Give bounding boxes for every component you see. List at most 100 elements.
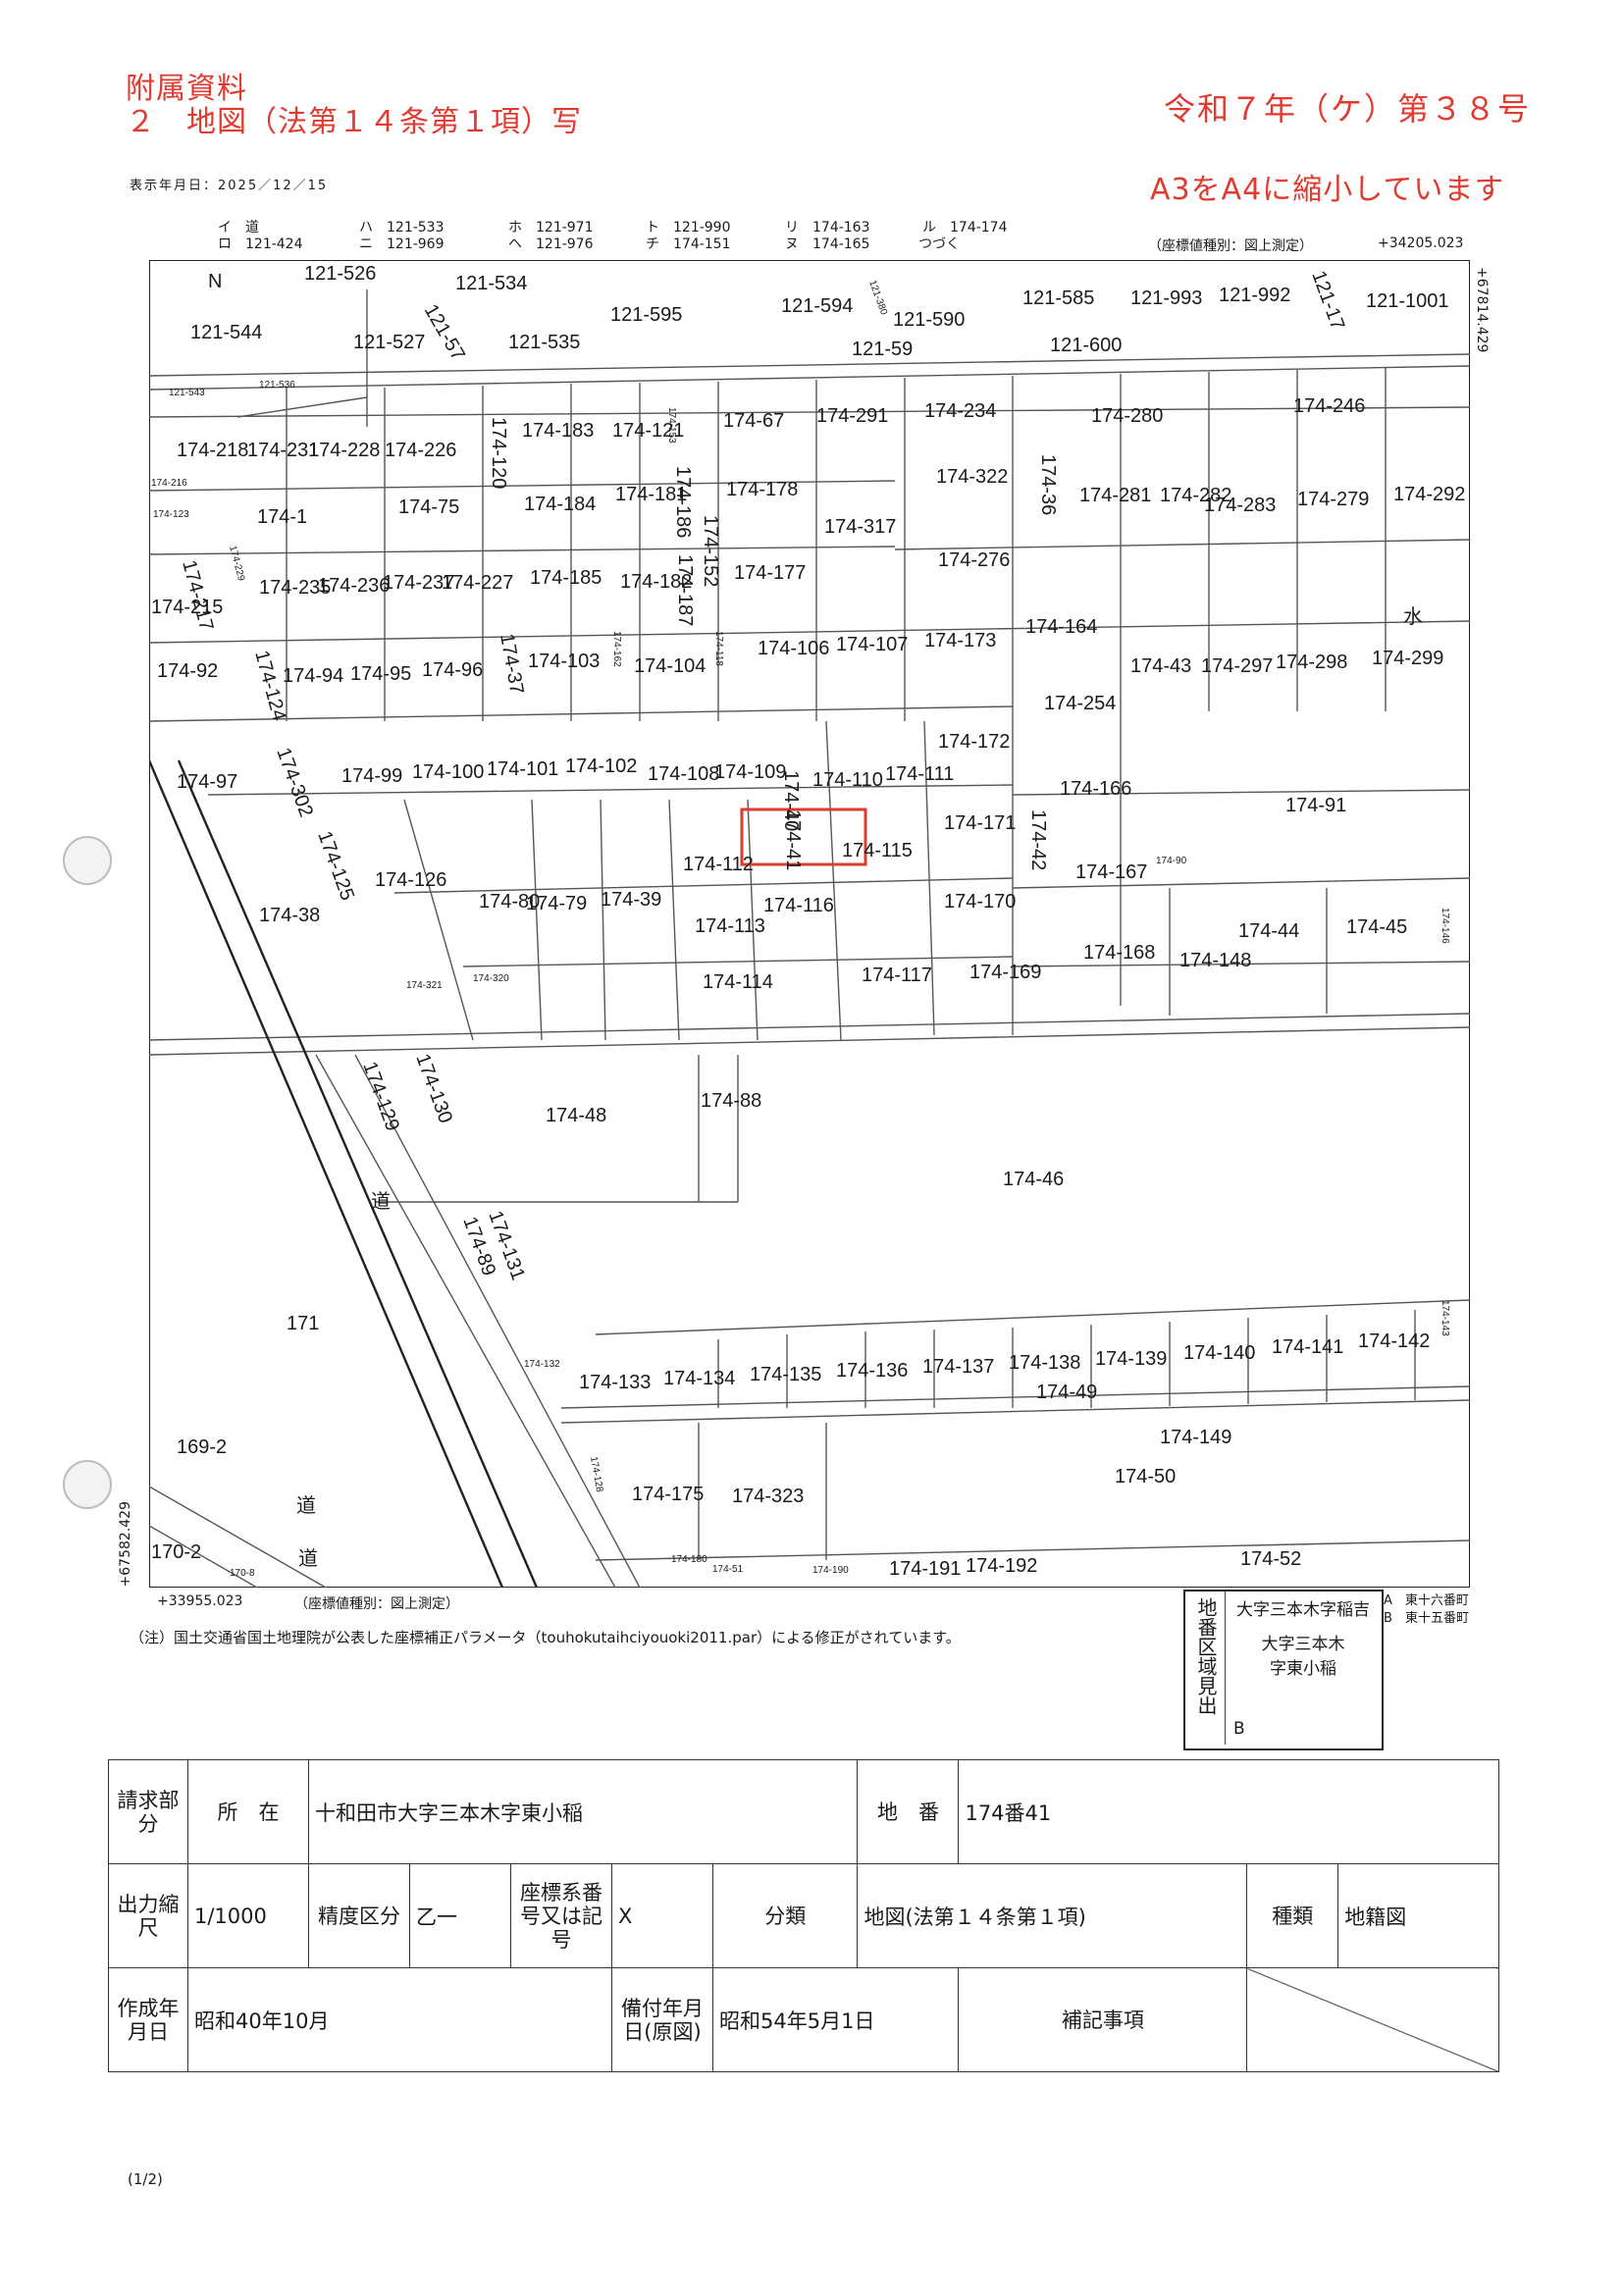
parcel-label: 174-141 — [1272, 1336, 1343, 1358]
parcel-label: 174-97 — [177, 771, 237, 793]
parcel-label: 174-1 — [257, 506, 307, 528]
parcel-label: 174-322 — [936, 466, 1008, 488]
parcel-label: 121-59 — [852, 339, 913, 360]
parcel-label: 174-227 — [442, 572, 513, 594]
parcel-label: 174-129 — [358, 1059, 403, 1134]
area-box-marker: B — [1233, 1719, 1245, 1739]
legend-item: ト 121-990 — [646, 220, 731, 235]
parcel-label: 174-317 — [824, 516, 896, 538]
parcel-label: 174-171 — [944, 812, 1016, 834]
parcel-label: 121-526 — [304, 263, 376, 285]
page-number: (1/2) — [128, 2170, 163, 2188]
parcel-label: 174-246 — [1293, 395, 1365, 417]
parcel-label: 174-175 — [632, 1484, 704, 1505]
parcel-label: 174-291 — [816, 405, 888, 427]
coord-right-top: +67814.429 — [1474, 267, 1490, 353]
coord-type-bottom: （座標値種別：図上測定） — [294, 1596, 459, 1612]
coord-left-bottom: +67582.429 — [118, 1501, 133, 1588]
parcel-label: 121-534 — [455, 273, 527, 294]
parcel-label: 174-43 — [1130, 655, 1191, 677]
area-box-content: 大字三本木字稲吉 大字三本木 字東小稲 B — [1225, 1592, 1381, 1745]
parcel-label: 174-132 — [524, 1359, 560, 1370]
parcel-label: 174-236 — [318, 575, 390, 597]
parcel-label: 174-281 — [1079, 485, 1151, 506]
parcel-label: 174-298 — [1276, 652, 1347, 673]
parcel-label: 121-585 — [1022, 287, 1094, 309]
parcel-label: 174-126 — [375, 869, 446, 891]
parcel-label: 174-135 — [750, 1364, 821, 1385]
registered-value: 昭和54年5月1日 — [711, 1967, 960, 2072]
parcel-label: 174-52 — [1240, 1548, 1301, 1570]
parcel-label: 174-279 — [1297, 489, 1369, 510]
parcel-label: 174-299 — [1372, 648, 1443, 669]
parcel-label: 174-283 — [1204, 495, 1276, 516]
parcel-label: 174-41 — [782, 809, 804, 870]
parcel-label: 121-992 — [1219, 285, 1290, 306]
parcel-label: 174-152 — [700, 515, 721, 587]
parcel-label: 174-168 — [1083, 942, 1155, 964]
parcel-label: 174-226 — [385, 440, 456, 461]
parcel-label: 174-139 — [1095, 1348, 1167, 1370]
parcel-label: 174-45 — [1346, 916, 1407, 938]
parcel-label: 174-181 — [615, 484, 687, 505]
legend-item: ル 174-174 — [922, 220, 1008, 235]
parcel-label: 174-108 — [648, 763, 719, 785]
parcel-label: 121-544 — [190, 322, 262, 343]
remarks-label: 補記事項 — [958, 1967, 1248, 2072]
parcel-label: 174-48 — [546, 1105, 606, 1126]
cadastral-map: N 121-526 121-534 121-544 121-527 121-57… — [149, 260, 1470, 1588]
parcel-label: 174-302 — [272, 745, 317, 820]
highlight-parcel-label: 174-116 — [763, 895, 834, 916]
parcel-label: 174-215 — [151, 597, 223, 618]
legend-item: ニ 121-969 — [359, 236, 445, 252]
remarks-value — [1246, 1967, 1499, 2072]
parcel-label: 174-217 — [178, 558, 217, 634]
title-line-1: 附属資料 — [126, 72, 247, 106]
highlight-parcel-outline — [740, 808, 867, 866]
parcel-label: 174-191 — [889, 1558, 961, 1580]
area-side-a: A 東十六番町 — [1384, 1593, 1469, 1608]
parcel-label: 174-113 — [695, 915, 765, 937]
parcel-label: 121-17 — [1307, 268, 1348, 333]
class-label: 分類 — [711, 1863, 859, 1968]
parcel-label: 174-320 — [473, 973, 509, 984]
parcel-label: 174-40 — [780, 770, 802, 831]
kind-value: 地籍図 — [1337, 1863, 1499, 1968]
parcel-label: 174-170 — [944, 891, 1016, 913]
parcel-label: 174-140 — [1183, 1342, 1255, 1364]
location-value: 十和田市大字三本木字東小稲 — [307, 1759, 859, 1864]
parcel-label: 174-280 — [1091, 405, 1163, 427]
parcel-label: 174-229 — [227, 545, 246, 583]
parcel-label: 171 — [287, 1313, 319, 1334]
parcel-label: 174-109 — [714, 761, 786, 783]
parcel-label: 174-106 — [758, 638, 829, 659]
road-label: 道 — [371, 1190, 391, 1213]
parcel-label: 170-8 — [230, 1568, 255, 1579]
parcel-label: 174-102 — [565, 756, 637, 777]
parcel-label: 121-1001 — [1366, 290, 1449, 312]
area-side-b: B 東十五番町 — [1384, 1611, 1469, 1626]
parcel-label: 174-153 — [666, 407, 677, 444]
legend-item: リ 174-163 — [785, 220, 870, 235]
registered-label: 備付年月日(原図) — [611, 1967, 713, 2072]
legend-item: ヘ 121-976 — [508, 236, 594, 252]
kind-label: 種類 — [1246, 1863, 1339, 1968]
parcel-label: 174-115 — [842, 840, 913, 861]
parcel-label: 174-104 — [634, 655, 706, 677]
lot-label: 地 番 — [857, 1759, 960, 1864]
created-value: 昭和40年10月 — [187, 1967, 612, 2072]
parcel-label: 174-75 — [398, 496, 459, 518]
lot-value: 174番41 — [958, 1759, 1499, 1864]
parcel-label: 174-133 — [579, 1372, 651, 1393]
parcel-label: 121-535 — [508, 332, 580, 353]
road-label: 道 — [298, 1547, 318, 1570]
coord-bottom-left: +33955.023 — [157, 1593, 243, 1609]
coord-type-top: （座標値種別：図上測定） — [1148, 238, 1313, 254]
info-table: 請求部分 所 在 十和田市大字三本木字東小稲 地 番 174番41 出力縮尺 1… — [108, 1759, 1499, 2072]
request-label: 請求部分 — [108, 1759, 188, 1864]
parcel-label: 174-282 — [1160, 485, 1231, 506]
case-number: 令和７年（ケ）第３８号 — [1164, 90, 1532, 128]
parcel-label: 174-42 — [1027, 809, 1049, 870]
parcel-label: 174-50 — [1115, 1466, 1176, 1487]
parcel-label: 174-182 — [620, 571, 692, 593]
